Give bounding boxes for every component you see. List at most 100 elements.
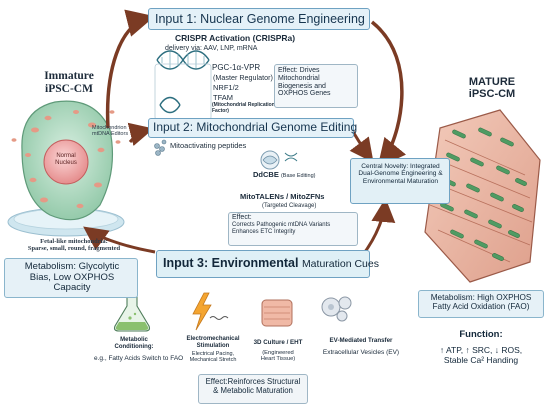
gene-tfam: TFAM xyxy=(213,93,233,102)
input1-title-box xyxy=(148,8,370,30)
mature-metabolism-box xyxy=(418,290,544,318)
input1-effect-box xyxy=(274,64,358,108)
input2-title-box xyxy=(148,118,354,138)
mature-metabolism-line1: Metabolism: High OXPHOS xyxy=(430,293,532,302)
immature-metabolism-line3: Capacity xyxy=(53,282,91,294)
input1-effect-line2: Mitochondrial xyxy=(278,74,320,82)
cue3-text-1: (Engineered xyxy=(262,350,294,356)
mtdna-editors-label: Mitochondrion mtDNA Editors xyxy=(92,125,129,138)
mitotalens-label: MitoTALENs / MitoZFNs xyxy=(240,192,325,201)
cue2-text: Electrical Pacing, Mechanical Stretch xyxy=(183,351,243,363)
immature-cell-graphic xyxy=(7,100,125,237)
input3-effect-line1: Effect:Reinforces Structural xyxy=(205,377,301,386)
nucleus-label: Normal Nucleus xyxy=(52,153,80,166)
input3-title-b: Environmental xyxy=(211,256,299,270)
fetal-mito-label-1: Fetal-like mitochondria: xyxy=(40,238,108,245)
mtdna-editors-label-2: mtDNA Editors xyxy=(92,130,129,137)
input3-title: Input 3: Environmental Maturation Cues xyxy=(163,256,379,271)
cue1-title-1: Metabolic xyxy=(120,337,148,343)
gene-pgc1a-sub: (Master Regulator) xyxy=(213,73,273,82)
mature-metabolism-line2: Fatty Acid Oxidation (FAO) xyxy=(432,302,530,312)
arrow-to-input2 xyxy=(127,122,154,147)
flask-icon xyxy=(113,295,151,332)
arrow-input3-to-cell xyxy=(83,226,156,254)
input3-effect-text: Effect:Reinforces Structural & Metabolic… xyxy=(200,377,306,395)
arrow-input3-to-central xyxy=(360,198,396,257)
mature-title-line2: iPSC-CM xyxy=(468,88,516,101)
function-line2: Stable Ca² Handing xyxy=(443,354,519,365)
gene-nrf: NRF1/2 xyxy=(213,83,239,92)
cue1-title-2: Conditioning: xyxy=(114,343,154,350)
mtdna-editors-label-1: Mitochondrion xyxy=(92,125,127,131)
arrow-to-input1 xyxy=(105,9,155,129)
input3-title-box xyxy=(156,250,370,278)
ddcbe-label: DdCBE (Base Editing) xyxy=(253,170,316,179)
crispr-delivery: delivery via: AAV, LNP, mRNA xyxy=(165,45,258,52)
input3-effect-box xyxy=(198,374,308,404)
input2-effect-box xyxy=(228,212,358,246)
mature-metabolism-text: Metabolism: High OXPHOS Fatty Acid Oxida… xyxy=(420,293,542,311)
ddcbe-sub: (Base Editing) xyxy=(280,173,316,179)
nucleus-label-2: Nucleus xyxy=(55,159,77,166)
tissue-culture-icon xyxy=(261,299,293,327)
cue2-title-2: Stimulation xyxy=(196,342,230,349)
mature-tissue-graphic xyxy=(424,109,541,283)
cue3-text-2: Heart Tissue) xyxy=(260,356,296,363)
input3-title-a: Input 3: xyxy=(163,256,209,270)
cue4-title: EV-Mediated Transfer xyxy=(329,337,393,344)
cue1-title: Metabolic Conditioning: xyxy=(114,337,154,350)
cue1-text: e.g., Fatty Acids Switch to FAO xyxy=(94,355,184,362)
input3-title-c: Maturation Cues xyxy=(301,258,379,270)
input1-effect-text: Effect: Drives Mitochondrial Biogenesis … xyxy=(278,67,356,98)
central-novelty-box xyxy=(350,158,450,204)
ddcbe-title: DdCBE xyxy=(253,170,279,179)
input2-effect-text: Effect: Corrects Pathogenic mtDNA Varian… xyxy=(232,214,356,235)
immature-metabolism-box xyxy=(4,258,138,298)
central-line3: Environmental Maturation xyxy=(362,177,439,185)
input1-effect-line3: Biogenesis and xyxy=(278,82,326,90)
input3-effect-line2: & Metabolic Maturation xyxy=(213,385,293,395)
gene-tfam-sub: (Mitochondrial Replication Factor) xyxy=(212,102,275,114)
function-title: Function: xyxy=(459,329,503,340)
ddcbe-icon xyxy=(260,150,280,170)
arrow-input1-to-central xyxy=(370,20,407,168)
input2-title: Input 2: Mitochondrial Genome Editing xyxy=(153,120,358,134)
crispr-title: CRISPR Activation (CRISPRa) xyxy=(175,33,296,43)
mature-title-line1: MATURE xyxy=(468,76,516,88)
gene-tfam-sub-2: Factor) xyxy=(212,107,229,114)
vesicle-icon xyxy=(321,296,352,322)
immature-metabolism-line1: Metabolism: Glycolytic xyxy=(24,261,120,272)
cue2-text-1: Electrical Pacing, xyxy=(191,351,235,357)
peptides-label: Mitoactivating peptides xyxy=(170,141,247,150)
mature-title: MATURE iPSC-CM xyxy=(452,76,532,101)
cue3-text: (Engineered Heart Tissue) xyxy=(248,350,308,363)
input2-effect-line2: Enhances ETC Integrity xyxy=(232,228,296,235)
input2-effect-title: Effect: xyxy=(232,214,252,221)
fetal-mito-label-2: Sparse, small, round, fragmented xyxy=(27,245,121,253)
immature-metabolism-text: Metabolism: Glycolytic Bias, Low OXPHOS … xyxy=(8,261,136,294)
mitotalens-sub: (Targeted Cleavage) xyxy=(262,203,317,209)
gene-pgc1a: PGC-1α-VPR xyxy=(212,63,261,72)
input1-effect-line4: OXPHOS Genes xyxy=(278,90,331,98)
lightning-icon xyxy=(192,292,229,331)
function-text: ↑ ATP, ↑ SRC, ↓ ROS, Stable Ca² Handing xyxy=(414,345,548,365)
function-line1: ↑ ATP, ↑ SRC, ↓ ROS, xyxy=(439,345,523,355)
immature-title-line1: Immature xyxy=(44,70,94,82)
input1-title: Input 1: Nuclear Genome Engineering xyxy=(155,12,365,26)
cue3-title: 3D Culture / EHT xyxy=(253,339,303,346)
fetal-mito-label: Fetal-like mitochondria: Sparse, small, … xyxy=(4,238,144,253)
input1-effect-line1: Effect: Drives xyxy=(278,67,320,74)
peptide-molecule-icon xyxy=(154,139,167,156)
cue2-text-2: Mechanical Stretch xyxy=(189,357,237,364)
input2-effect-line1: Corrects Pathogenic mtDNA Variants xyxy=(232,221,331,228)
immature-title: Immature iPSC-CM xyxy=(24,70,114,96)
cue4-text: Extracellular Vesicles (EV) xyxy=(322,349,400,356)
central-novelty-text: Central Novelty: Integrated Dual-Genome … xyxy=(353,163,448,185)
central-line1: Central Novelty: Integrated xyxy=(361,163,440,170)
cue2-title: Electromechanical Stimulation xyxy=(183,336,243,349)
nucleus-label-1: Normal xyxy=(56,153,76,159)
cue2-title-1: Electromechanical xyxy=(186,336,240,342)
dna-edit-icon xyxy=(284,152,298,162)
immature-title-line2: iPSC-CM xyxy=(45,82,93,95)
